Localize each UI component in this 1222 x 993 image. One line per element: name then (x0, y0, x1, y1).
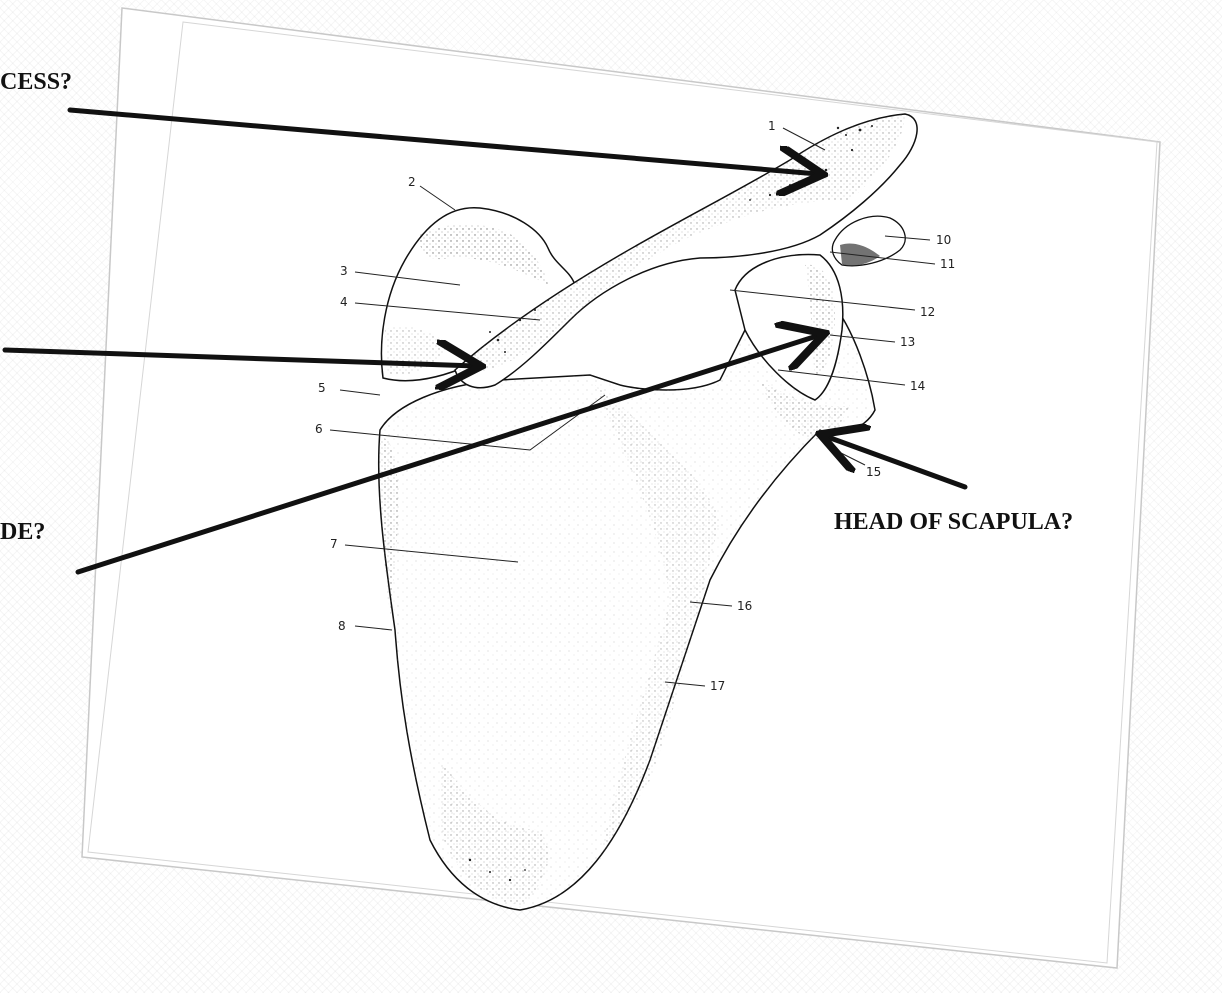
num-label-3: 3 (340, 264, 348, 278)
num-label-1: 1 (768, 119, 776, 133)
num-label-5: 5 (318, 381, 326, 395)
num-label-12: 12 (920, 305, 935, 319)
num-label-13: 13 (900, 335, 915, 349)
num-label-14: 14 (910, 379, 925, 393)
num-label-4: 4 (340, 295, 348, 309)
num-label-17: 17 (710, 679, 725, 693)
num-label-8: 8 (338, 619, 346, 633)
question-label-bottom: DE? (0, 520, 45, 544)
num-label-7: 7 (330, 537, 338, 551)
num-label-16: 16 (737, 599, 752, 613)
num-label-6: 6 (315, 422, 323, 436)
question-label-head-of-scapula: HEAD OF SCAPULA? (834, 510, 1073, 534)
question-label-top: CESS? (0, 70, 72, 94)
num-label-2: 2 (408, 175, 416, 189)
num-label-10: 10 (936, 233, 951, 247)
num-label-15: 15 (866, 465, 881, 479)
num-label-11: 11 (940, 257, 955, 271)
